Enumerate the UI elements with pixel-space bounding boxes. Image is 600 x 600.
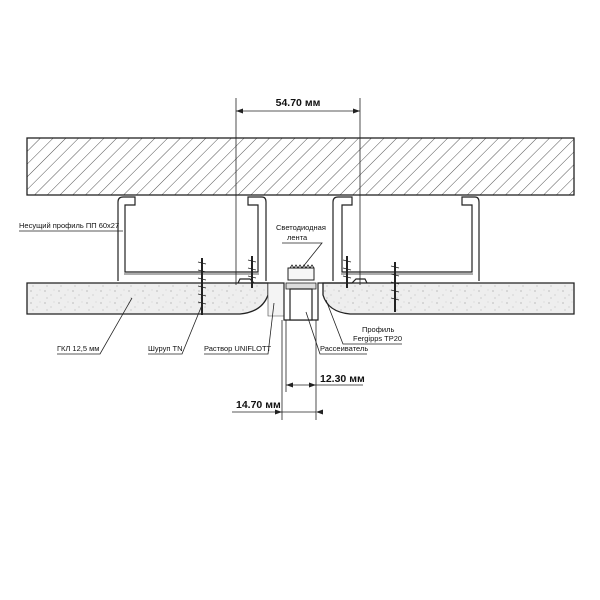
callout-profile-tp20: Профиль Fergipps TP20	[325, 299, 402, 345]
label-profile-line1: Профиль	[362, 325, 394, 334]
concrete-slab	[26, 137, 575, 196]
support-profile-right	[332, 196, 480, 281]
label-led-strip-line1: Светодиодная	[276, 223, 326, 232]
label-diffuser: Рассеиватель	[320, 344, 368, 353]
support-profile-left	[117, 196, 267, 281]
mortar-fill	[267, 282, 285, 317]
screw-4	[390, 262, 400, 312]
label-mortar: Раствор UNIFLOTT	[204, 344, 272, 353]
callout-led-strip: Светодиодная лента	[276, 223, 326, 269]
label-led-strip-line2: лента	[287, 233, 308, 242]
callout-screw: Шуруп TN	[148, 304, 203, 355]
led-strip	[287, 267, 315, 281]
screw-2	[247, 256, 257, 288]
callout-diffuser: Рассеиватель	[305, 311, 368, 355]
label-screw: Шуруп TN	[148, 344, 183, 353]
label-support-profile: Несущий профиль ПП 60x27	[19, 221, 119, 230]
label-profile-line2: Fergipps TP20	[353, 334, 402, 343]
callout-gypsum-board: ГКЛ 12,5 мм	[57, 297, 133, 355]
dimension-diffuser: 12.30 мм	[285, 320, 365, 420]
dimension-slot-text: 14.70 мм	[236, 399, 281, 411]
screw-3	[342, 256, 352, 288]
dimension-slot: 14.70 мм	[232, 320, 323, 420]
dimension-top-text: 54.70 мм	[276, 97, 321, 109]
gypsum-board-left	[26, 282, 269, 315]
dimension-diffuser-text: 12.30 мм	[320, 373, 365, 385]
dimension-top: 54.70 мм	[235, 97, 361, 285]
diffuser	[289, 288, 313, 321]
gypsum-board-right	[322, 282, 575, 315]
label-gypsum-board: ГКЛ 12,5 мм	[57, 344, 99, 353]
callout-mortar: Раствор UNIFLOTT	[204, 302, 275, 355]
callout-support-profile: Несущий профиль ПП 60x27	[19, 221, 123, 232]
